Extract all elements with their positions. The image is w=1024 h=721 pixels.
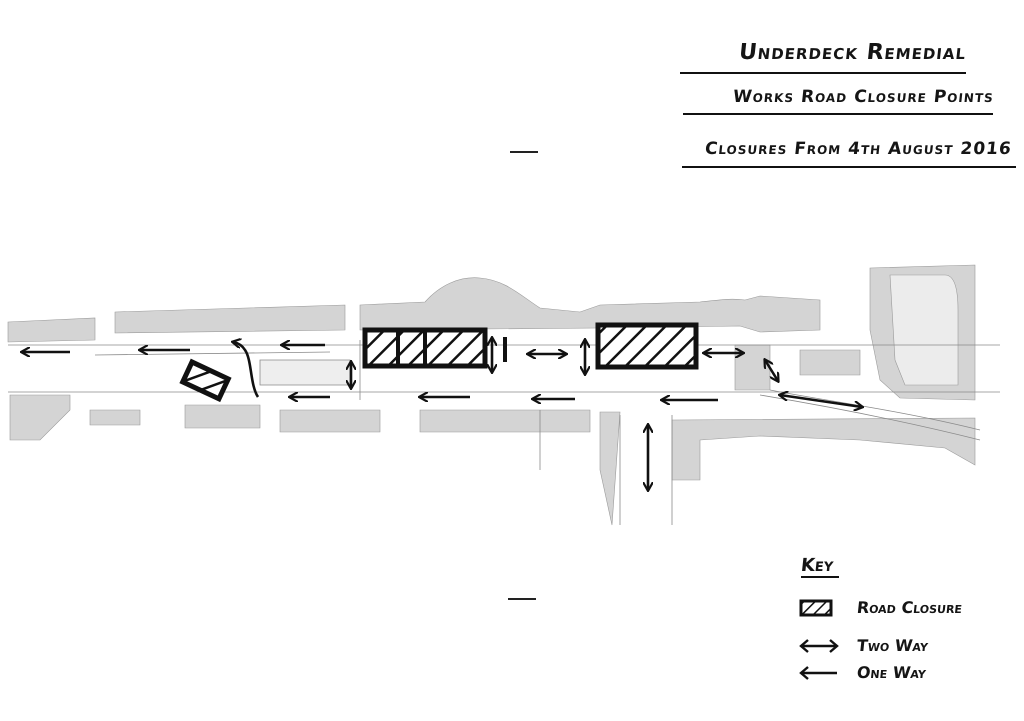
road-closure-block: [595, 322, 699, 370]
key-heading: Key: [799, 555, 835, 576]
key-item-label: Two Way: [856, 636, 930, 655]
scan-mark: [510, 151, 538, 153]
key-item-one-way: One Way: [797, 661, 997, 685]
road-outlines: [8, 340, 1000, 525]
scan-mark: [508, 598, 536, 600]
key-item-road-closure: Road Closure: [797, 596, 997, 620]
key-item-label: Road Closure: [856, 598, 964, 617]
title-underline-3: [682, 166, 1016, 168]
key-item-two-way: Two Way: [797, 634, 997, 658]
building-footprints: [7, 264, 976, 526]
one-way-arrows: [22, 342, 718, 400]
two-way-arrow-icon: [799, 639, 839, 653]
one-way-arrow-icon: [799, 666, 837, 680]
hatched-box-icon: [799, 599, 833, 617]
key-heading-underline: [801, 576, 839, 578]
title-underline-2: [683, 113, 993, 115]
key-item-label: One Way: [856, 663, 927, 682]
two-way-arrows: [351, 338, 862, 490]
road-closure-block: [179, 358, 232, 403]
title-underline-1: [680, 72, 966, 74]
road-closure-markers: [179, 322, 699, 403]
